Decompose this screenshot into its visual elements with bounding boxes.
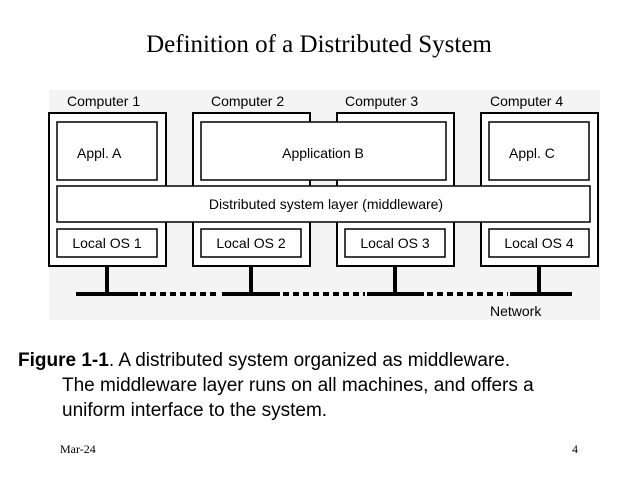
appl-c-label: Appl. C (509, 145, 555, 161)
local-os-3-label: Local OS 3 (360, 235, 429, 251)
appl-a-box (56, 121, 158, 181)
middleware-label: Distributed system layer (middleware) (209, 196, 443, 212)
caption-line-1: Figure 1-1. A distributed system organiz… (18, 348, 628, 373)
caption-line-3: uniform interface to the system. (62, 400, 328, 421)
application-b-box (200, 121, 447, 181)
network-label: Network (490, 303, 542, 319)
local-os-4-label: Local OS 4 (504, 235, 573, 251)
computer-4-label: Computer 4 (490, 93, 563, 109)
figure-caption: Figure 1-1. A distributed system organiz… (18, 348, 628, 423)
caption-figure-label: Figure 1-1 (18, 350, 109, 371)
computer-2-label: Computer 2 (211, 93, 284, 109)
caption-text-1: . A distributed system organized as midd… (108, 350, 511, 371)
local-os-3-box (344, 228, 446, 258)
appl-a-label: Appl. A (77, 145, 122, 161)
local-os-1-label: Local OS 1 (72, 235, 141, 251)
local-os-1-box (56, 228, 158, 258)
middleware-layer-box (56, 185, 591, 223)
local-os-2-label: Local OS 2 (216, 235, 285, 251)
computer-1-label: Computer 1 (67, 93, 140, 109)
local-os-4-box (488, 228, 590, 258)
application-b-label: Application B (282, 145, 364, 161)
page-number: 4 (572, 442, 578, 456)
footer-date: Mar-24 (60, 442, 96, 456)
appl-c-box (488, 121, 590, 181)
computer-3-label: Computer 3 (345, 93, 418, 109)
local-os-2-box (200, 228, 302, 258)
caption-line-2: The middleware layer runs on all machine… (62, 375, 534, 396)
slide-title: Definition of a Distributed System (146, 31, 492, 58)
